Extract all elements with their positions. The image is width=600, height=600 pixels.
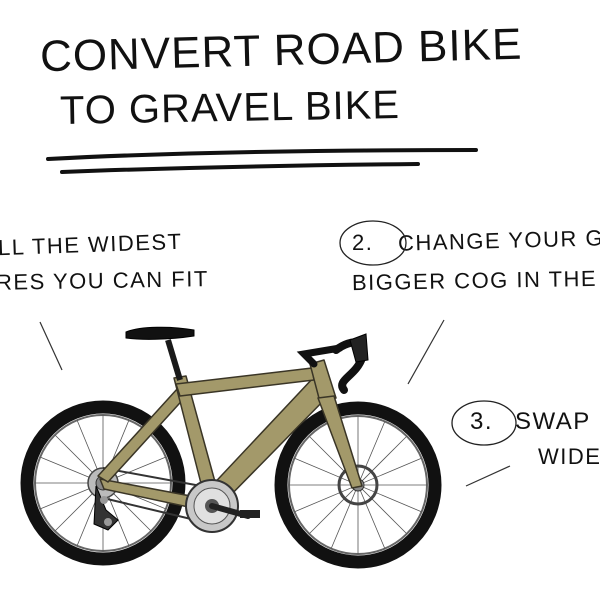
seatpost	[165, 339, 183, 381]
title-underline-bottom	[60, 162, 420, 174]
step-3-number: 3.	[470, 408, 494, 435]
stem	[296, 344, 344, 368]
title-underline-top	[46, 148, 478, 161]
bike-frame	[97, 359, 363, 513]
disc-brake-rotor	[337, 464, 379, 506]
crankset	[185, 479, 260, 533]
step-3-number-circle	[451, 400, 517, 446]
fork	[317, 395, 363, 489]
step-2-number: 2.	[352, 230, 374, 255]
step-3-line-1: SWAP	[515, 408, 591, 435]
saddle	[125, 326, 195, 340]
pedal	[240, 510, 260, 518]
step-1-pointer-line	[39, 321, 63, 371]
rear-derailleur	[93, 485, 119, 531]
step-2-number-circle	[339, 220, 407, 266]
step-3-pointer-line	[465, 465, 511, 487]
head-tube	[309, 359, 337, 403]
brake-lever	[349, 333, 369, 363]
step-2-pointer-line	[407, 319, 445, 385]
step-3-line-2: WIDE	[538, 444, 600, 469]
top-tube	[175, 367, 315, 397]
